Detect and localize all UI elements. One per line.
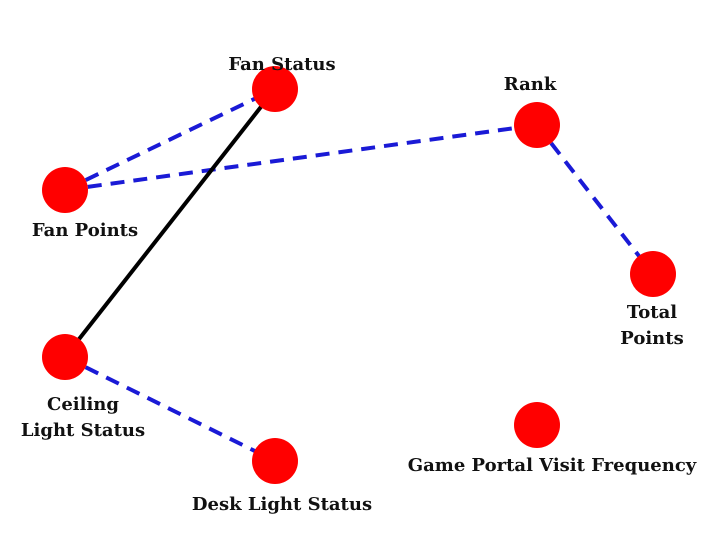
node-label-line: Points <box>620 328 683 349</box>
node-label-line: Light Status <box>21 420 145 441</box>
edge-fan-points-to-rank <box>64 123 538 192</box>
node-fan-status <box>252 66 298 112</box>
node-rank <box>514 102 560 148</box>
node-label-line: Desk Light Status <box>192 494 372 515</box>
node-label-fan-points: Fan Points <box>32 220 138 241</box>
node-total-points <box>630 251 676 297</box>
node-label-line: Fan Points <box>32 220 138 241</box>
node-game-portal-visit-frequency <box>514 402 560 448</box>
edge-ceiling-light-status-to-fan-status <box>63 87 277 359</box>
nodes-layer <box>42 66 676 484</box>
node-label-desk-light-status: Desk Light Status <box>192 494 372 515</box>
node-label-game-portal-visit-frequency: Game Portal Visit Frequency <box>408 455 697 476</box>
node-label-rank: Rank <box>504 74 557 95</box>
node-label-line: Fan Status <box>228 54 335 75</box>
edge-fan-points-to-fan-status <box>64 87 276 192</box>
node-fan-points <box>42 167 88 213</box>
node-desk-light-status <box>252 438 298 484</box>
edge-rank-to-total-points <box>535 123 655 276</box>
node-label-fan-status: Fan Status <box>228 54 335 75</box>
edges-layer <box>63 87 655 463</box>
node-label-line: Ceiling <box>47 394 119 415</box>
node-label-line: Total <box>627 302 677 323</box>
edge-ceiling-light-status-to-desk-light-status <box>64 355 276 463</box>
node-label-line: Game Portal Visit Frequency <box>408 455 697 476</box>
node-label-line: Rank <box>504 74 557 95</box>
node-ceiling-light-status <box>42 334 88 380</box>
